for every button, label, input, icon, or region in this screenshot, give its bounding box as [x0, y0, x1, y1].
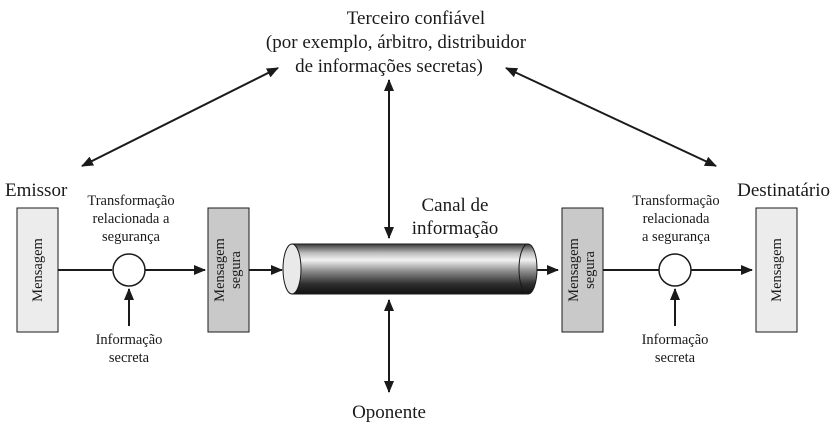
trusted-party-subtitle-2: de informações secretas) [295, 56, 483, 77]
receiver-transform-circle [658, 253, 692, 287]
sender-transform-label-1: Transformação [87, 193, 174, 209]
sender-label: Emissor [5, 180, 68, 201]
sender-secret-label-1: Informação [96, 332, 163, 348]
trusted-party-subtitle-1: (por exemplo, árbitro, distribuidor [266, 32, 527, 53]
receiver-label: Destinatário [737, 180, 830, 201]
sender-secret-label-2: secreta [109, 350, 150, 366]
sender-secure-message-box [207, 207, 250, 333]
receiver-secure-label-1: Mensagem [566, 237, 582, 301]
receiver-trusted-arrow [505, 67, 717, 167]
sender-message-box [16, 207, 59, 333]
sender-transform-label-2: relacionada a [93, 211, 170, 227]
channel-label-2: informação [412, 218, 499, 239]
receiver-message-box [755, 207, 798, 333]
sender-secure-label-2: segura [228, 251, 244, 289]
receiver-message-label: Mensagem [769, 237, 785, 301]
opponent-label: Oponente [352, 402, 426, 423]
receiver-secret-label-1: Informação [642, 332, 709, 348]
receiver-transform-label-1: Transformação [632, 193, 719, 209]
receiver-transform-label-2: relacionada [643, 211, 710, 227]
sender-secure-label-1: Mensagem [212, 237, 228, 301]
receiver-secure-label-2: segura [582, 251, 598, 289]
receiver-secure-message-box [561, 207, 604, 333]
information-channel-cylinder [282, 243, 538, 295]
sender-transform-label-3: segurança [102, 229, 161, 245]
receiver-secret-label-2: secreta [655, 350, 696, 366]
receiver-transform-label-3: a segurança [642, 229, 711, 245]
sender-message-label: Mensagem [30, 237, 46, 301]
sender-trusted-arrow [81, 67, 279, 167]
trusted-party-title: Terceiro confiável [347, 8, 485, 29]
channel-label-1: Canal de [421, 195, 488, 216]
sender-transform-circle [112, 253, 146, 287]
